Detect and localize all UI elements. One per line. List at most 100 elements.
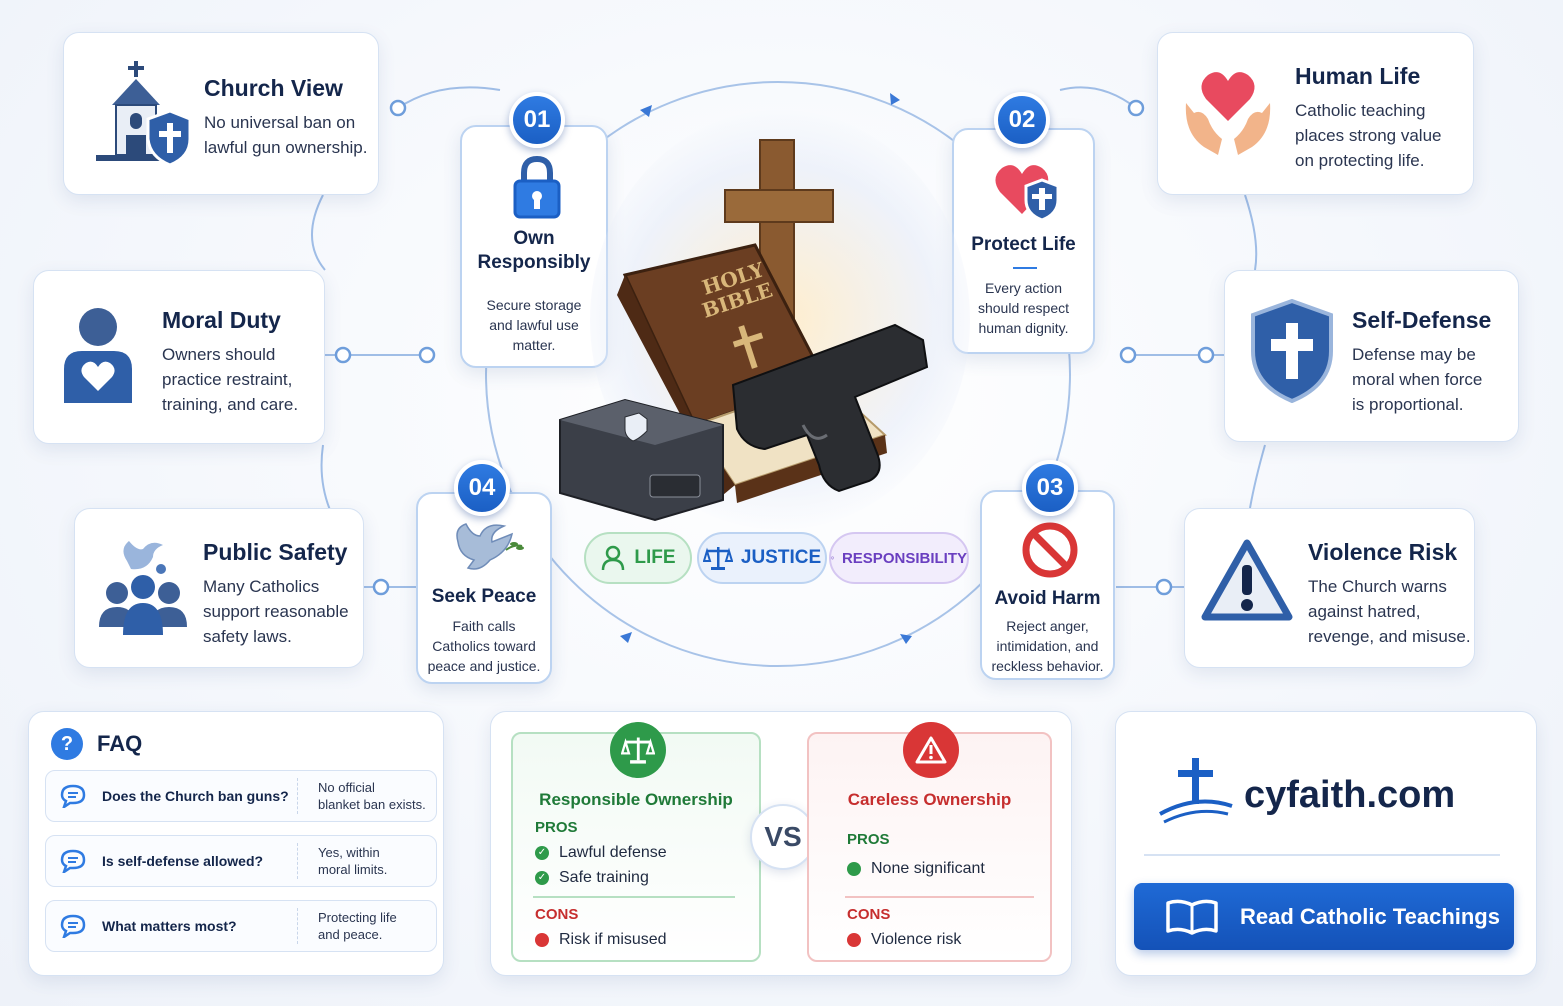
step-badge-01: 01 bbox=[509, 92, 565, 148]
step-title: Responsibly bbox=[477, 252, 591, 273]
con-text: Risk if misused bbox=[559, 930, 667, 948]
card-title: Public Safety bbox=[203, 539, 348, 565]
card-text: revenge, and misuse. bbox=[1308, 627, 1471, 646]
shield-cross-icon bbox=[1251, 299, 1333, 403]
card-text: places strong value bbox=[1295, 126, 1442, 145]
card-text: Defense may be bbox=[1352, 345, 1476, 364]
card-text: Many Catholics bbox=[203, 577, 320, 596]
card-text: practice restraint, bbox=[162, 370, 293, 389]
padlock-icon bbox=[513, 155, 561, 219]
faq-answer-line: blanket ban exists. bbox=[318, 797, 426, 812]
faq-item[interactable]: Does the Church ban guns? No official bla… bbox=[45, 770, 437, 822]
pro-text: Lawful defense bbox=[559, 843, 667, 861]
faq-answer-line: moral limits. bbox=[318, 862, 388, 877]
card-text: support reasonable bbox=[203, 602, 349, 621]
faq-answer-line: Yes, within bbox=[318, 845, 380, 860]
pistol-icon bbox=[731, 323, 929, 493]
card-text: on protecting life. bbox=[1295, 151, 1425, 170]
chat-bubble-icon bbox=[60, 914, 86, 938]
faq-answer: Yes, within moral limits. bbox=[297, 843, 387, 879]
comparison-panel: Responsible Ownership PROS ✓Lawful defen… bbox=[490, 711, 1072, 976]
faq-answer-line: Protecting life bbox=[318, 910, 397, 925]
responsible-box: Responsible Ownership PROS ✓Lawful defen… bbox=[511, 722, 761, 962]
shield-check-icon bbox=[831, 556, 834, 560]
step-text: Catholics toward bbox=[432, 638, 536, 654]
card-self-defense: Self-Defense Defense may be moral when f… bbox=[1224, 270, 1519, 442]
cross-waves-logo-icon bbox=[1159, 758, 1233, 824]
step-card-04: Seek Peace Faith calls Catholics toward … bbox=[416, 492, 552, 684]
step-card-03: Avoid Harm Reject anger, intimidation, a… bbox=[980, 490, 1115, 680]
scales-icon bbox=[610, 722, 666, 778]
faq-answer-line: and peace. bbox=[318, 927, 383, 942]
faq-question: Does the Church ban guns? bbox=[102, 788, 289, 804]
question-icon: ? bbox=[51, 728, 83, 760]
step-text: Every action bbox=[984, 280, 1063, 296]
site-name[interactable]: cyfaith.com bbox=[1244, 774, 1456, 816]
faq-answer-line: No official bbox=[318, 780, 375, 795]
card-human-life: Human Life Catholic teaching places stro… bbox=[1157, 32, 1474, 195]
step-text: and lawful use bbox=[489, 317, 579, 333]
card-text: moral when force bbox=[1352, 370, 1483, 389]
divider bbox=[845, 896, 1034, 898]
card-title: Moral Duty bbox=[162, 307, 281, 333]
step-card-01: Own Responsibly Secure storage and lawfu… bbox=[460, 125, 608, 368]
con-text: Violence risk bbox=[871, 930, 962, 948]
pro-item: ✓Lawful defense bbox=[535, 840, 667, 865]
careless-box: Careless Ownership PROS None significant… bbox=[807, 722, 1052, 962]
hands-heart-icon bbox=[1185, 72, 1271, 155]
prohibited-icon bbox=[1022, 522, 1078, 578]
center-illustration: HOLY BIBLE bbox=[559, 139, 929, 522]
divider bbox=[533, 896, 735, 898]
card-title: Church View bbox=[204, 75, 343, 101]
heart-shield-icon bbox=[995, 165, 1060, 220]
green-dot-icon bbox=[847, 861, 861, 876]
card-text: against hatred, bbox=[1308, 602, 1421, 621]
read-teachings-button[interactable]: Read Catholic Teachings bbox=[1134, 883, 1514, 950]
gun-safe-icon bbox=[559, 398, 724, 522]
card-text: is proportional. bbox=[1352, 395, 1464, 414]
step-badge-04: 04 bbox=[454, 460, 510, 516]
person-heart-icon bbox=[64, 308, 132, 403]
check-icon: ✓ bbox=[535, 870, 549, 885]
brand-panel: cyfaith.com Read Catholic Teachings bbox=[1115, 711, 1537, 976]
faq-title: FAQ bbox=[97, 731, 143, 756]
button-label: Read Catholic Teachings bbox=[1240, 903, 1500, 929]
card-public-safety: Public Safety Many Catholics support rea… bbox=[74, 508, 364, 668]
pro-text: Safe training bbox=[559, 868, 649, 886]
red-dot-icon bbox=[535, 932, 549, 947]
chat-bubble-icon bbox=[60, 784, 86, 808]
card-text: training, and care. bbox=[162, 395, 299, 414]
red-dot-icon bbox=[847, 932, 861, 947]
faq-panel: ? FAQ Does the Church ban guns? No offic… bbox=[28, 711, 444, 976]
dove-icon bbox=[456, 523, 524, 570]
alert-icon bbox=[903, 722, 959, 778]
chat-bubble-icon bbox=[60, 849, 86, 873]
pro-item: None significant bbox=[847, 856, 985, 881]
step-divider bbox=[1013, 267, 1037, 269]
card-title: Violence Risk bbox=[1308, 539, 1458, 565]
card-text: No universal ban on bbox=[204, 113, 356, 132]
open-book-icon bbox=[1166, 899, 1218, 935]
pros-label: PROS bbox=[535, 819, 578, 836]
responsible-title: Responsible Ownership bbox=[539, 790, 733, 809]
card-church-view: Church View No universal ban on lawful g… bbox=[63, 32, 379, 195]
card-title: Human Life bbox=[1295, 63, 1421, 89]
cons-label: CONS bbox=[535, 906, 579, 923]
card-title: Self-Defense bbox=[1352, 307, 1492, 333]
faq-header: ? FAQ bbox=[51, 728, 142, 760]
step-title: Protect Life bbox=[971, 234, 1076, 255]
step-card-02: Protect Life Every action should respect… bbox=[952, 128, 1095, 354]
pill-label: JUSTICE bbox=[740, 547, 822, 568]
step-badge-02: 02 bbox=[994, 92, 1050, 148]
step-text: human dignity. bbox=[978, 320, 1069, 336]
pill-justice: JUSTICE bbox=[697, 532, 827, 584]
divider bbox=[1144, 854, 1500, 856]
warning-icon bbox=[1201, 539, 1293, 621]
cons-label: CONS bbox=[847, 906, 891, 923]
step-title: Seek Peace bbox=[431, 586, 537, 607]
pro-text: None significant bbox=[871, 859, 985, 877]
pill-label: RESPONSIBILITY bbox=[841, 549, 967, 567]
card-text: lawful gun ownership. bbox=[204, 138, 368, 157]
